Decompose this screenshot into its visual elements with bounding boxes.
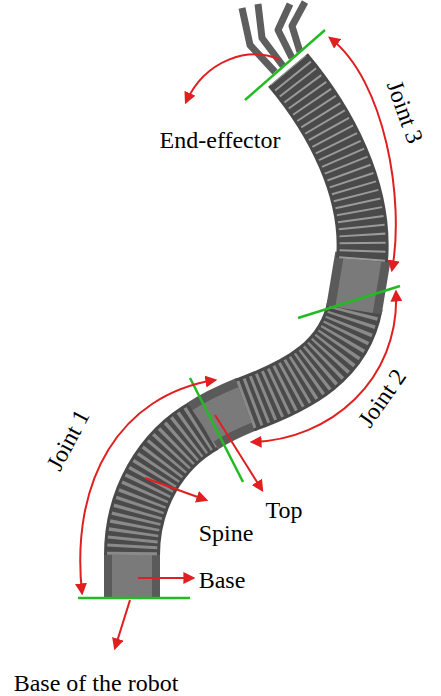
middle-highlight bbox=[354, 256, 363, 310]
annotation-arrows bbox=[80, 38, 396, 648]
part-label: Base bbox=[199, 568, 246, 592]
part-label: Joint 3 bbox=[383, 78, 428, 147]
base-cylinder bbox=[104, 555, 160, 598]
middle-cylinder bbox=[354, 256, 363, 310]
part-label: End-effector bbox=[160, 128, 281, 152]
part-label: Joint 1 bbox=[42, 406, 94, 474]
bellows-ribs bbox=[132, 425, 205, 555]
part-label: Top bbox=[266, 498, 303, 522]
leader-arrow bbox=[115, 600, 130, 648]
gripper-finger bbox=[292, 2, 305, 52]
bellows-joint-2 bbox=[245, 305, 355, 405]
section-line bbox=[190, 378, 243, 482]
base-highlight bbox=[112, 555, 152, 598]
leader-arrow bbox=[145, 478, 206, 500]
span-arrow bbox=[330, 38, 396, 270]
bellows-ribs bbox=[245, 305, 355, 405]
gripper bbox=[242, 2, 305, 72]
bellows-ribs bbox=[288, 70, 363, 260]
rotation-arrow bbox=[186, 54, 280, 102]
part-label: Joint 2 bbox=[354, 365, 411, 432]
part-label: Spine bbox=[199, 521, 254, 545]
span-arrow bbox=[80, 380, 215, 593]
section-line bbox=[298, 286, 400, 318]
section-line bbox=[245, 30, 325, 100]
section-line bbox=[78, 597, 190, 600]
bellows-joint-3 bbox=[288, 70, 363, 260]
section-lines bbox=[78, 30, 400, 598]
bellows-joint-1 bbox=[132, 425, 205, 555]
part-label: Base of the robot bbox=[14, 671, 179, 695]
leader-arrow bbox=[138, 577, 193, 579]
leader-arrow bbox=[215, 415, 262, 490]
